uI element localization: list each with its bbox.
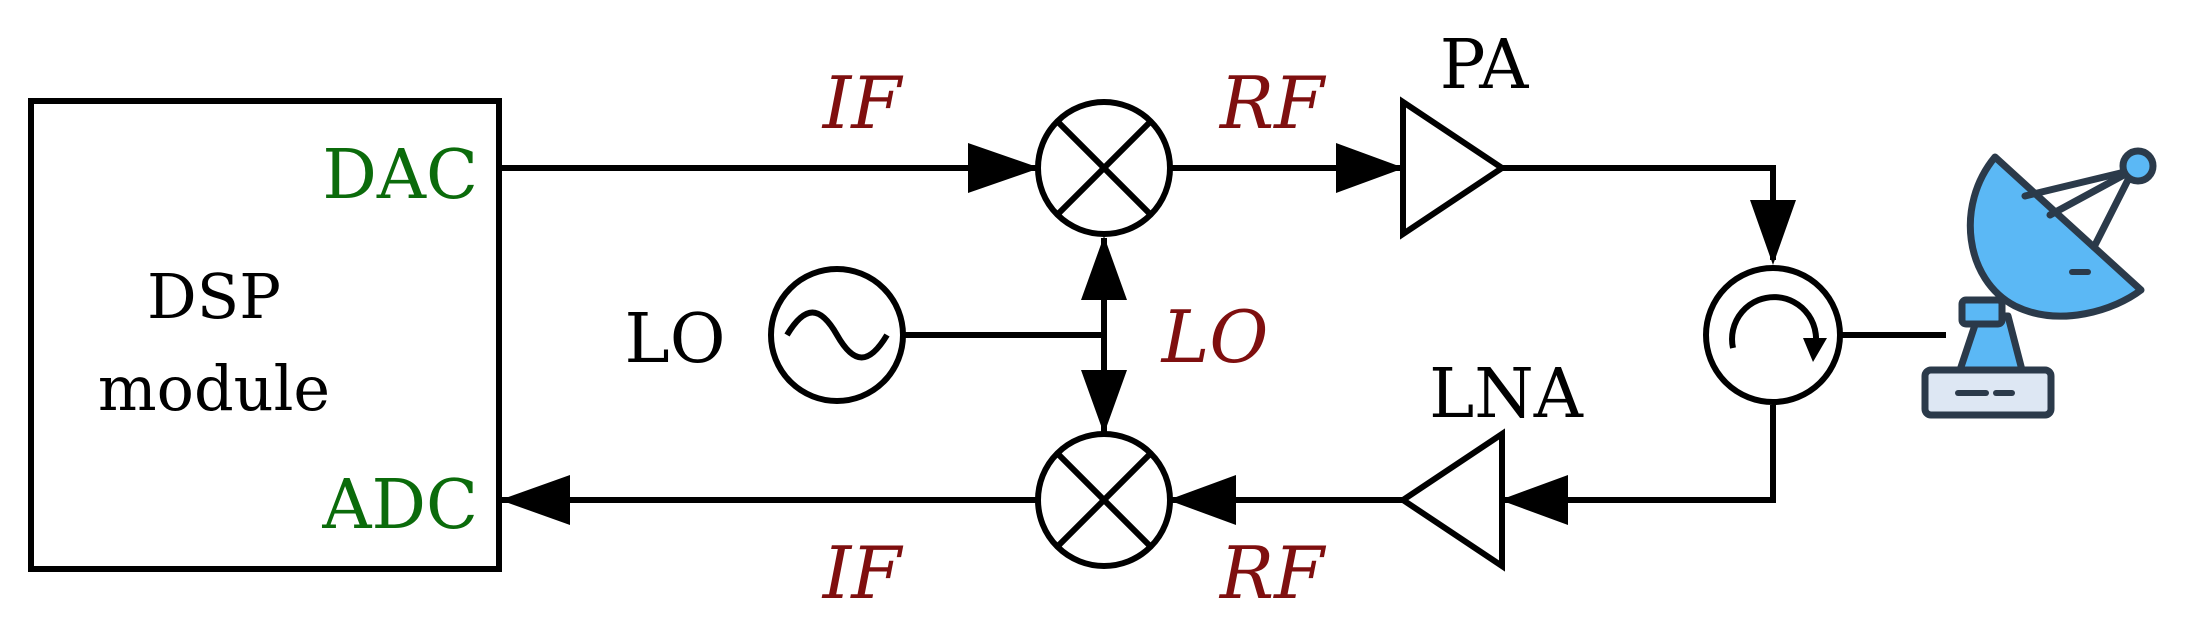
adc-port-label: ADC	[321, 466, 478, 545]
dsp-module-block: DSP module DAC ADC	[28, 98, 502, 572]
rf-top-label: RF	[1218, 61, 1327, 145]
dsp-label-line2: module	[98, 352, 330, 425]
circulator-icon	[1729, 294, 1819, 353]
pa-to-circulator-arrowhead	[1750, 200, 1796, 265]
power-amplifier: PA	[1400, 26, 1530, 240]
lo-down-arrowhead	[1081, 370, 1127, 434]
circulator	[1703, 265, 1946, 405]
lo-up-arrowhead	[1081, 236, 1127, 300]
tx-mixer	[1035, 99, 1173, 237]
signal-labels: IF RF LO IF RF	[821, 61, 1327, 615]
rx-path	[500, 405, 1776, 525]
tx-if-arrowhead	[968, 143, 1040, 193]
rx-if-arrowhead	[500, 475, 570, 525]
dac-port-label: DAC	[322, 136, 478, 215]
pa-label: PA	[1440, 26, 1530, 105]
lo-path	[903, 236, 1127, 434]
tx-rf-arrowhead	[1336, 143, 1404, 193]
rx-mixer	[1035, 431, 1173, 569]
circulator-arrowhead	[1803, 338, 1827, 362]
oscillator-icon	[784, 309, 890, 361]
circulator-to-lna-wire	[1500, 405, 1776, 503]
rf-bottom-label: RF	[1218, 531, 1327, 615]
tx-path	[500, 143, 1796, 265]
rx-rf-arrowhead	[1168, 475, 1236, 525]
lo-signal-label: LO	[1160, 295, 1269, 379]
circulator-to-lna-arrowhead	[1500, 475, 1568, 525]
local-oscillator: LO	[625, 266, 906, 404]
satellite-dish-icon	[1921, 147, 2157, 419]
low-noise-amplifier: LNA	[1397, 355, 1584, 572]
if-top-label: IF	[821, 61, 904, 145]
lo-block-label: LO	[625, 300, 726, 379]
dsp-label-line1: DSP	[147, 260, 281, 333]
lna-label: LNA	[1429, 355, 1584, 434]
pa-to-circulator-wire	[1500, 165, 1776, 260]
if-bottom-label: IF	[821, 531, 904, 615]
